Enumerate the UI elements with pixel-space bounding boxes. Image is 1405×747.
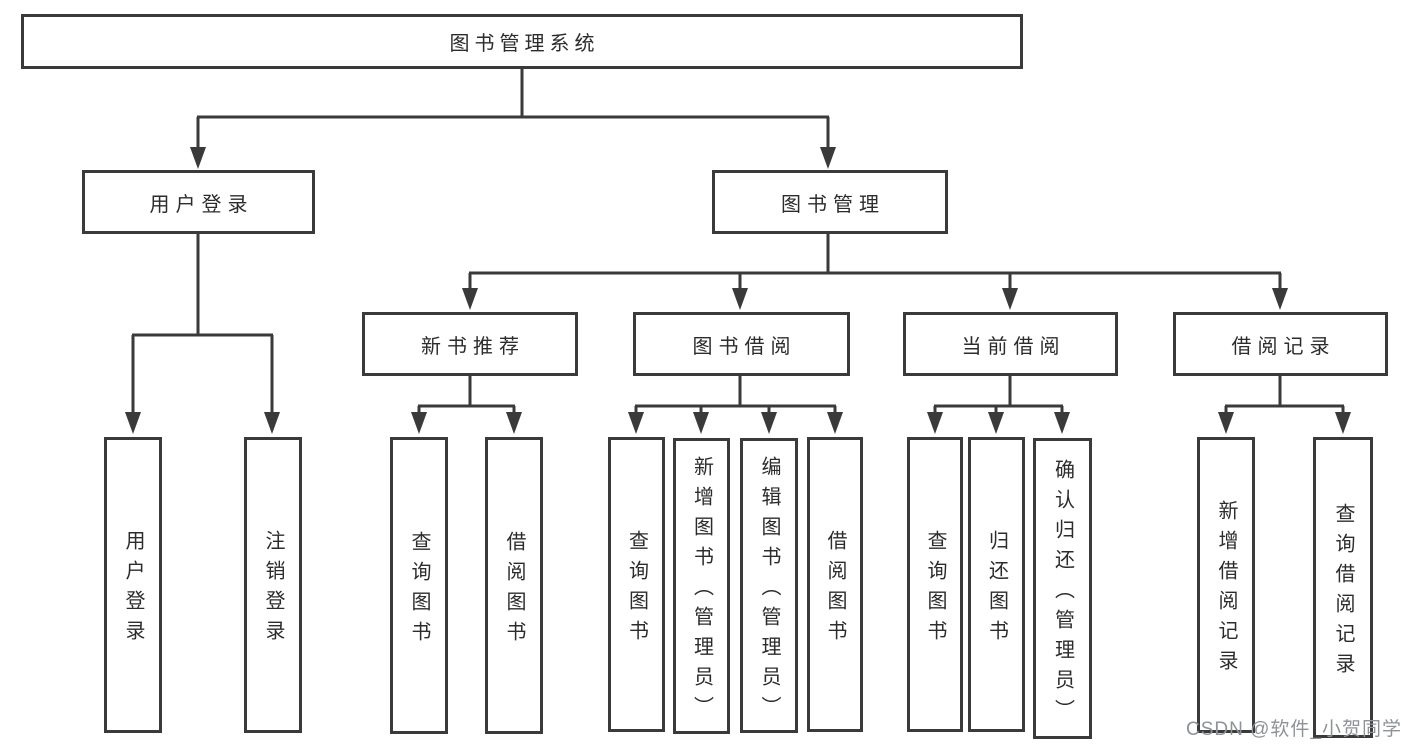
node-label: 借阅图书 (503, 530, 525, 651)
node-user-login: 用户登录 (82, 170, 315, 234)
node-label: 查询图书 (408, 530, 430, 651)
node-query-books-recommend: 查询图书 (390, 437, 448, 734)
arrow-icon (1002, 288, 1018, 310)
arrow-icon (988, 412, 1004, 434)
arrow-icon (125, 412, 141, 434)
node-label: 图书借阅 (692, 335, 797, 358)
node-label: 图书管理 (781, 193, 885, 216)
node-query-books-borrowing: 查询图书 (608, 437, 665, 732)
node-logout: 注销登录 (244, 437, 302, 733)
node-borrowing-records: 借阅记录 (1173, 312, 1388, 376)
node-current-borrowing: 当前借阅 (903, 312, 1118, 376)
arrow-icon (827, 412, 843, 434)
node-label: 借阅记录 (1231, 335, 1336, 358)
node-label: 查询图书 (625, 529, 648, 650)
arrow-icon (462, 288, 478, 310)
node-label: 归还图书 (985, 529, 1008, 650)
arrow-icon (820, 147, 836, 169)
arrow-icon (506, 412, 522, 434)
arrow-icon (264, 412, 280, 434)
node-user-login-leaf: 用户登录 (104, 437, 162, 733)
node-borrow-books-leaf: 借阅图书 (807, 437, 863, 732)
node-label: 新增图书（管理员） (690, 456, 713, 726)
node-label: 查询图书 (924, 529, 946, 650)
arrow-icon (693, 412, 709, 434)
node-book-management: 图书管理 (712, 170, 948, 234)
connector-paths (131, 68, 1345, 416)
node-add-borrow-record: 新增借阅记录 (1197, 437, 1255, 733)
arrow-icon (927, 412, 943, 434)
node-label: 当前借阅 (961, 335, 1066, 358)
arrow-icon (1272, 288, 1288, 310)
node-label: 图书管理系统 (449, 33, 600, 55)
node-edit-books-admin: 编辑图书（管理员） (740, 438, 798, 733)
arrow-icon (190, 147, 206, 169)
node-label: 新增借阅记录 (1215, 500, 1237, 680)
node-label: 用户登录 (149, 193, 254, 216)
node-label: 用户登录 (122, 530, 144, 650)
watermark-text: CSDN @软件_小贺同学 (1186, 719, 1402, 740)
arrowheads (125, 147, 1351, 434)
arrow-icon (1335, 412, 1351, 434)
node-label: 确认归还（管理员） (1051, 458, 1074, 729)
node-confirm-return-admin: 确认归还（管理员） (1033, 438, 1092, 739)
arrow-icon (628, 412, 644, 434)
node-borrow-books-recommend: 借阅图书 (485, 437, 543, 734)
node-new-book-recommend: 新书推荐 (362, 312, 578, 376)
node-query-books-current: 查询图书 (907, 437, 963, 732)
node-library-system: 图书管理系统 (21, 14, 1023, 69)
arrow-icon (1218, 412, 1234, 434)
node-return-books: 归还图书 (968, 437, 1025, 732)
node-book-borrowing: 图书借阅 (633, 312, 850, 376)
node-label: 编辑图书（管理员） (758, 455, 780, 726)
node-label: 查询借阅记录 (1332, 502, 1354, 683)
node-label: 注销登录 (262, 530, 284, 650)
arrow-icon (411, 412, 427, 434)
arrow-icon (761, 412, 777, 434)
arrow-icon (1054, 412, 1070, 434)
node-label: 借阅图书 (824, 529, 846, 650)
arrow-icon (732, 288, 748, 310)
node-label: 新书推荐 (421, 335, 525, 358)
node-add-books-admin: 新增图书（管理员） (673, 438, 730, 734)
node-query-borrow-record: 查询借阅记录 (1313, 437, 1373, 738)
